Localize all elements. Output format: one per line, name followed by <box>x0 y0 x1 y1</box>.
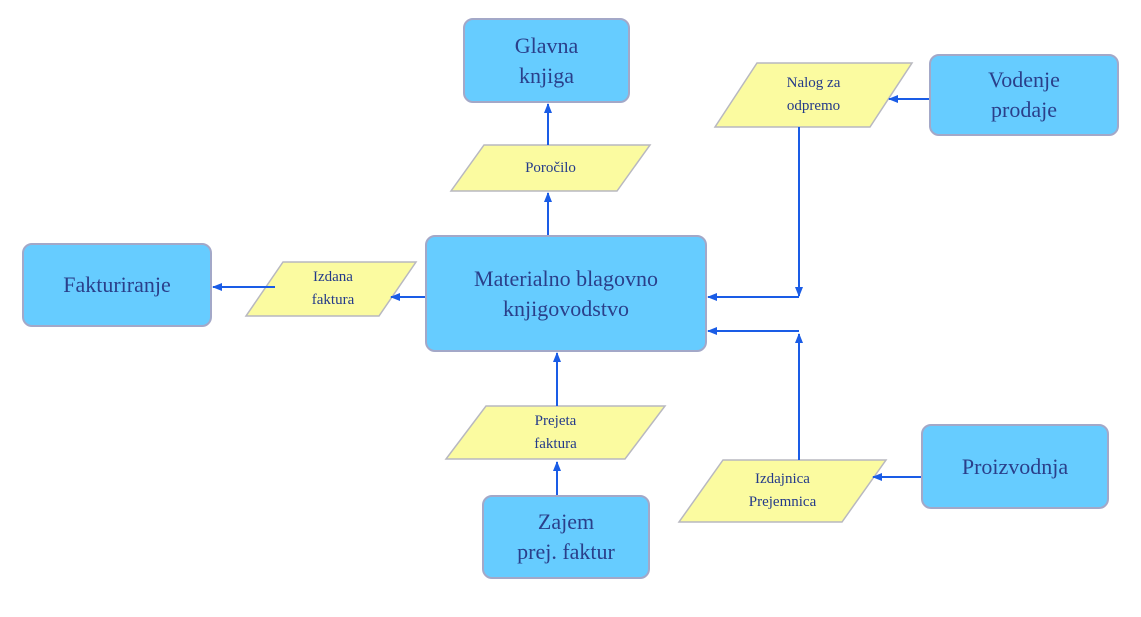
doc-izdajnica-prejemnica: Izdajnica Prejemnica <box>723 460 842 522</box>
doc-nalog-line-2: odpremo <box>786 98 841 114</box>
process-zajem-line-2: prej. faktur <box>517 539 615 564</box>
doc-shape-nalog <box>713 62 914 128</box>
doc-nalog-za-odpremo: Nalog za odpremo <box>757 63 870 127</box>
process-glavna-knjiga-line-2: knjiga <box>519 62 574 88</box>
doc-izdajnica-line-1: Izdajnica <box>755 471 810 487</box>
process-vodenje-prodaje-line-2: prodaje <box>991 97 1057 122</box>
doc-shape-prejeta <box>444 405 667 460</box>
process-glavna-knjiga-line-1: Glavna <box>514 32 579 58</box>
process-proizvodnja: Proizvodnja <box>921 424 1109 509</box>
doc-prejeta-line-2: faktura <box>534 435 577 452</box>
process-vodenje-prodaje-line-1: Vodenje <box>988 67 1060 92</box>
doc-nalog-line-1: Nalog za <box>786 75 841 91</box>
process-materialno-line-1: Materialno blagovno <box>474 265 658 291</box>
doc-izdana-line-2: faktura <box>311 292 355 308</box>
process-zajem-prej-faktur: Zajem prej. faktur <box>482 495 650 579</box>
process-glavna-knjiga: Glavna knjiga <box>463 18 630 103</box>
process-materialno-line-2: knjigovodstvo <box>503 295 629 321</box>
doc-porocilo-line-1: Poročilo <box>525 159 576 176</box>
doc-prejeta-faktura: Prejeta faktura <box>486 406 625 459</box>
process-fakturiranje-line-1: Fakturiranje <box>63 272 171 297</box>
process-fakturiranje: Fakturiranje <box>22 243 212 327</box>
doc-shape-izdana <box>244 261 418 317</box>
process-proizvodnja-line-1: Proizvodnja <box>961 453 1069 479</box>
doc-izdana-faktura: Izdana faktura <box>278 262 388 316</box>
doc-prejeta-line-1: Prejeta <box>534 412 577 429</box>
doc-izdana-line-1: Izdana <box>313 269 353 285</box>
doc-shape-porocilo <box>449 144 652 192</box>
doc-izdajnica-line-2: Prejemnica <box>748 494 817 510</box>
process-zajem-line-1: Zajem <box>537 509 595 534</box>
process-vodenje-prodaje: Vodenje prodaje <box>929 54 1119 136</box>
process-materialno-blagovno-knjigovodstvo: Materialno blagovno knjigovodstvo <box>425 235 707 352</box>
doc-porocilo: Poročilo <box>484 145 617 191</box>
doc-shape-izdajnica <box>677 459 888 523</box>
